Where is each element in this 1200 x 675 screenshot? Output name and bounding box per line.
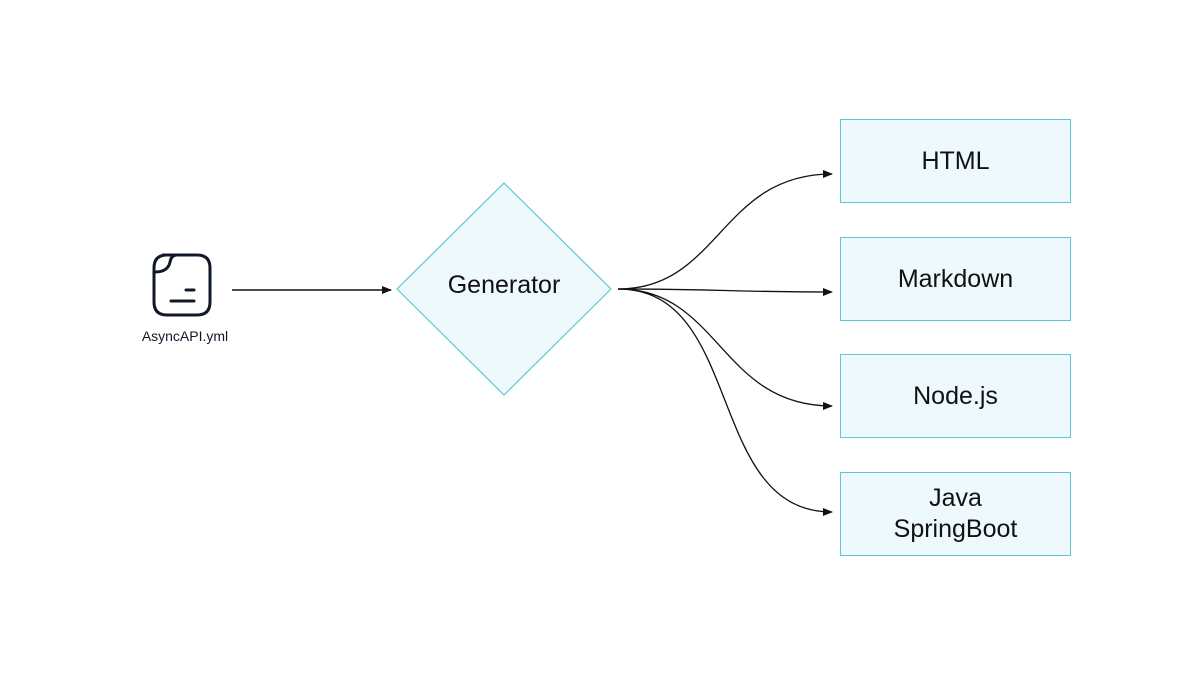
document-icon [152, 253, 212, 317]
source-file-label: AsyncAPI.yml [141, 328, 229, 344]
generator-label: Generator [447, 271, 561, 299]
generator-node[interactable] [396, 182, 612, 396]
edge-generator-to-nodejs [617, 288, 833, 410]
output-node-html[interactable]: HTML [840, 119, 1071, 203]
output-label: Java SpringBoot [893, 484, 1018, 543]
output-node-markdown[interactable]: Markdown [840, 237, 1071, 321]
output-node-java-springboot[interactable]: Java SpringBoot [840, 472, 1071, 556]
output-node-nodejs[interactable]: Node.js [840, 354, 1071, 438]
edge-generator-to-html [617, 170, 833, 290]
output-label: Markdown [897, 264, 1014, 293]
output-label: Node.js [913, 381, 998, 410]
output-label: HTML [921, 146, 990, 175]
edge-generator-to-markdown [617, 287, 833, 296]
edge-generator-to-java [617, 288, 833, 516]
